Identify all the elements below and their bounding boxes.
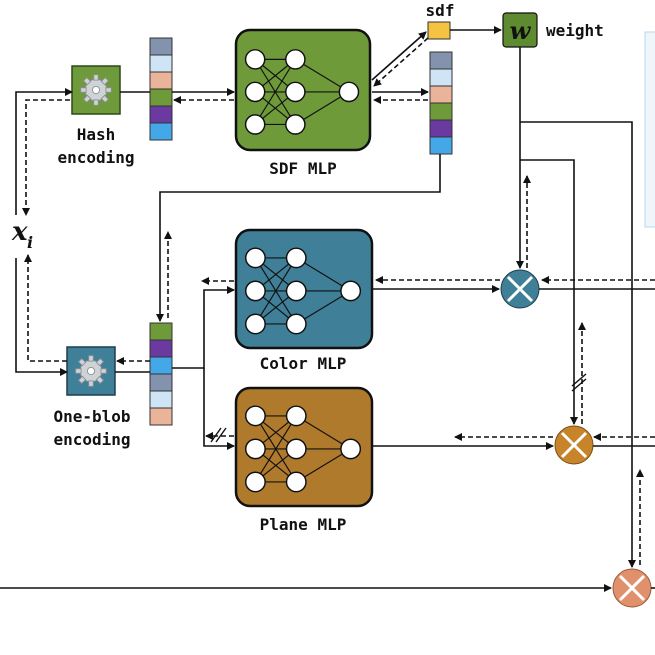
input-subscript: i [27, 233, 33, 252]
hash-encoding-label-2: encoding [57, 148, 134, 167]
oneblob-feature-vector [149, 322, 173, 426]
sdf-mlp-label: SDF MLP [269, 159, 336, 178]
hash-encoding-label-1: Hash [77, 125, 116, 144]
weight-label: weight [546, 21, 604, 40]
multiply-icon [500, 269, 540, 309]
hash-feature-vector [149, 37, 173, 141]
plane-mlp-label: Plane MLP [260, 515, 347, 534]
weight-symbol: w [510, 16, 532, 45]
sdf-feature-vector [429, 51, 453, 155]
oneblob-encoding-label-2: encoding [53, 430, 130, 449]
connections [0, 26, 655, 592]
oneblob-encoding-label-1: One-blob [53, 407, 130, 426]
multiply-icon [554, 425, 594, 465]
color-mlp-label: Color MLP [260, 354, 347, 373]
sdf-output [427, 21, 451, 40]
gear-icon [75, 355, 107, 387]
input-symbol: x [11, 217, 28, 247]
side-panel [644, 31, 655, 228]
gear-icon [80, 74, 112, 106]
multiply-icon [612, 568, 652, 608]
sdf-label: sdf [426, 1, 455, 20]
